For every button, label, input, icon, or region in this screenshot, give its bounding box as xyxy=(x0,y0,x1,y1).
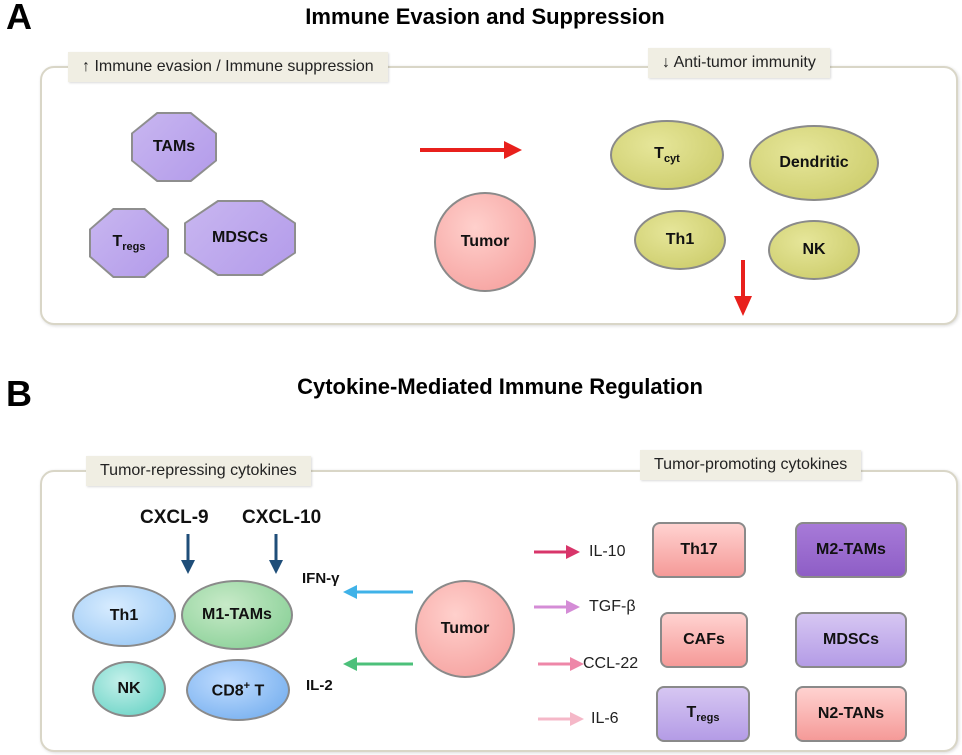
tregs-label-a: Tregs xyxy=(112,232,146,254)
tregs-cell-a: Tregs xyxy=(89,208,169,278)
tcyt-cell: Tcyt xyxy=(610,120,724,190)
tumor-a: Tumor xyxy=(434,192,536,292)
nk-cell-a: NK xyxy=(768,220,860,280)
cafs-box: CAFs xyxy=(660,612,748,668)
cxcl10-label: CXCL-10 xyxy=(242,507,322,528)
n2-tans-box: N2-TANs xyxy=(795,686,907,742)
m1-tams-cell: M1-TAMs xyxy=(181,580,293,650)
panel-b-letter: B xyxy=(6,373,32,414)
mdscs-label-a: MDSCs xyxy=(211,229,268,246)
panel-b-title: Cytokine-Mediated Immune Regulation xyxy=(297,374,703,399)
tams-label: TAMs xyxy=(152,138,196,155)
il10-arrow xyxy=(534,545,580,559)
m2-tams-box: M2-TAMs xyxy=(795,522,907,578)
cxcl9-arrow xyxy=(181,534,195,574)
tumor-b: Tumor xyxy=(415,580,515,678)
mdscs-cell-a: MDSCs xyxy=(184,200,296,276)
panel-b-left-tag: Tumor-repressing cytokines xyxy=(86,456,311,486)
il10-label: IL-10 xyxy=(589,543,626,560)
panel-a-letter: A xyxy=(6,0,32,37)
panel-a-right-tag: ↓ Anti-tumor immunity xyxy=(648,48,830,78)
th1-label-a: Th1 xyxy=(665,231,695,248)
tregs-label-b: Tregs xyxy=(686,703,720,725)
decrease-arrow xyxy=(734,260,752,316)
tumor-a-label: Tumor xyxy=(460,233,510,250)
ccl22-label: CCL-22 xyxy=(583,655,639,672)
cd8-t-label: CD8+ T xyxy=(211,679,265,700)
panel-a-title: Immune Evasion and Suppression xyxy=(305,4,665,29)
dendritic-label: Dendritic xyxy=(779,154,849,171)
m1-tams-label: M1-TAMs xyxy=(202,606,272,623)
tregs-box: Tregs xyxy=(656,686,750,742)
nk-cell-b: NK xyxy=(92,661,166,717)
cafs-label: CAFs xyxy=(683,631,725,648)
tcyt-label: Tcyt xyxy=(654,144,680,166)
nk-label-a: NK xyxy=(802,241,826,258)
cxcl10-arrow xyxy=(269,534,283,574)
mdscs-box: MDSCs xyxy=(795,612,907,668)
th17-box: Th17 xyxy=(652,522,746,578)
cd8-t-cell: CD8+ T xyxy=(186,659,290,721)
th1-label-b: Th1 xyxy=(109,607,139,624)
ifng-arrow xyxy=(343,585,413,599)
dendritic-cell: Dendritic xyxy=(749,125,879,201)
cxcl9-label: CXCL-9 xyxy=(140,507,209,528)
tumor-b-label: Tumor xyxy=(440,620,490,637)
th1-cell-a: Th1 xyxy=(634,210,726,270)
n2-tans-label: N2-TANs xyxy=(817,705,885,722)
panel-a-left-tag: ↑ Immune evasion / Immune suppression xyxy=(68,52,388,82)
ccl22-arrow xyxy=(538,657,584,671)
nk-label-b: NK xyxy=(117,680,141,697)
il6-label: IL-6 xyxy=(591,710,619,727)
panel-b-right-tag: Tumor-promoting cytokines xyxy=(640,450,862,480)
th17-label: Th17 xyxy=(680,541,718,558)
th1-cell-b: Th1 xyxy=(72,585,176,647)
tams-cell: TAMs xyxy=(131,112,217,182)
tgfb-label: TGF-β xyxy=(589,598,636,615)
ifng-label: IFN-γ xyxy=(302,570,340,587)
mdscs-label-b: MDSCs xyxy=(822,631,879,648)
il2-label: IL-2 xyxy=(306,677,333,694)
il6-arrow xyxy=(538,712,584,726)
tgfb-arrow xyxy=(534,600,580,614)
m2-tams-label: M2-TAMs xyxy=(816,541,886,558)
suppression-arrow xyxy=(420,141,522,159)
il2-arrow xyxy=(343,657,413,671)
